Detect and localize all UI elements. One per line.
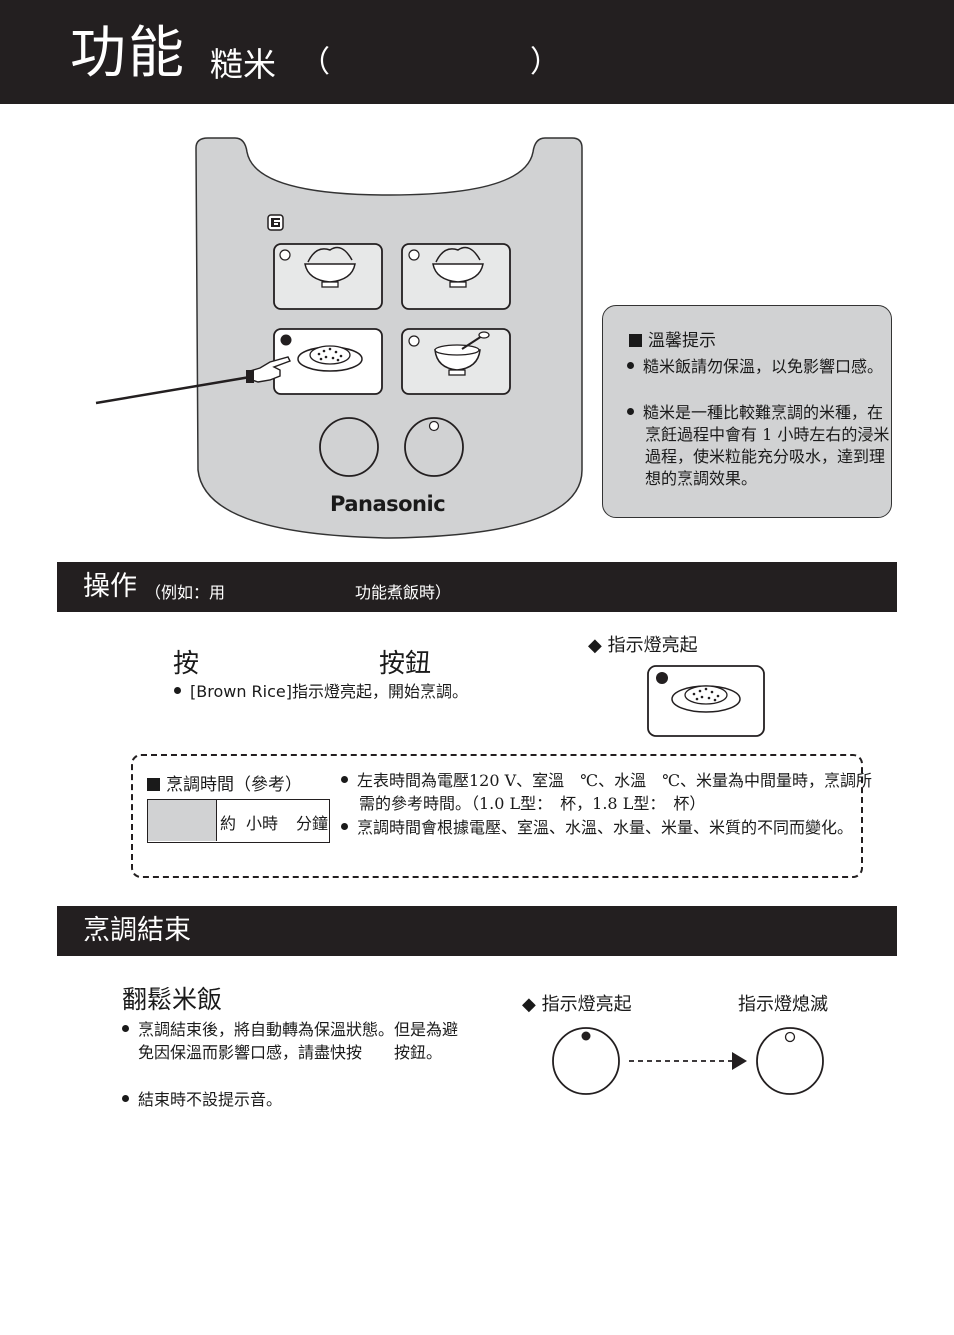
time-minute: 分鐘 xyxy=(296,814,329,833)
tip-box: 溫馨提示 糙米飯請勿保溫，以免影響口感。 糙米是一種比較難烹調的米種，在烹飪過程… xyxy=(602,305,892,518)
rice-bowl-button-2[interactable] xyxy=(401,243,511,310)
bullet-icon xyxy=(341,776,348,783)
rice-plate-icon xyxy=(297,345,363,372)
end-bullet-2: 結束時不設提示音。 xyxy=(122,1088,458,1111)
bullet-icon xyxy=(627,362,634,369)
operation-section-bar: 操作 （例如：用 功能煮飯時） xyxy=(57,562,897,612)
end-indicator-off-label: 指示燈熄滅 xyxy=(738,994,828,1015)
reference-box xyxy=(131,754,863,878)
square-bullet-icon xyxy=(629,334,642,347)
dashed-arrow-icon xyxy=(629,1052,747,1070)
reference-time-table: 約 小時 分鐘 xyxy=(147,799,330,843)
page-header xyxy=(0,0,954,104)
paren-close: ） xyxy=(530,45,560,80)
paren-open: （ xyxy=(300,45,330,80)
square-bullet-icon xyxy=(147,778,160,791)
operation-sub-prefix: （例如：用 xyxy=(145,583,226,602)
control-panel-illustration xyxy=(95,137,583,539)
end-indicator-on-label: ◆ 指示燈亮起 xyxy=(522,994,632,1015)
f-badge-icon xyxy=(267,214,284,231)
bullet-icon xyxy=(174,687,181,694)
operation-heading: 操作 xyxy=(83,571,137,602)
time-about: 約 xyxy=(220,814,237,833)
rice-bowl-icon xyxy=(304,246,356,288)
press-label: 按 xyxy=(173,649,200,679)
brand-logo: Panasonic xyxy=(330,492,446,516)
page-subtitle: 糙米 xyxy=(210,45,276,84)
indicator-lit-button xyxy=(552,1027,620,1095)
end-indicator-diagram xyxy=(552,1027,824,1095)
bullet-icon xyxy=(627,408,634,415)
indicator-brown-rice-lit xyxy=(647,665,765,737)
reference-note-2: 烹調時間會根據電壓、室溫、水溫、水量、米量、米質的不同而變化。 xyxy=(341,816,874,839)
reference-title: 烹調時間（參考） xyxy=(147,770,302,795)
indicator-off-button xyxy=(756,1027,824,1095)
porridge-bowl-icon xyxy=(434,331,490,376)
end-heading: 烹調結束 xyxy=(83,915,191,946)
bullet-icon xyxy=(341,823,348,830)
bullet-icon xyxy=(122,1095,129,1102)
tip-item-1: 糙米飯請勿保溫，以免影響口感。 xyxy=(627,356,893,378)
indicator-on-label: ◆ 指示燈亮起 xyxy=(588,635,698,656)
tip-title: 溫馨提示 xyxy=(629,326,716,351)
tip-item-2: 糙米是一種比較難烹調的米種，在烹飪過程中會有 1 小時左右的浸米過程，使米粒能充… xyxy=(627,402,893,490)
end-section-bar: 烹調結束 xyxy=(57,906,897,956)
button-word: 按鈕 xyxy=(379,649,432,679)
round-button-left[interactable] xyxy=(319,417,379,477)
rice-bowl-button-1[interactable] xyxy=(273,243,383,310)
rice-bowl-icon xyxy=(432,246,484,288)
page-title: 功能 xyxy=(70,21,186,86)
reference-table-label-cell xyxy=(148,800,217,841)
time-hour: 小時 xyxy=(246,814,279,833)
pointing-hand-icon xyxy=(95,356,291,405)
operation-sub-suffix: 功能煮飯時） xyxy=(355,583,452,602)
end-bullet-1: 烹調結束後，將自動轉為保溫狀態。但是為避免因保溫而影響口感，請盡快按 按鈕。 xyxy=(122,1018,458,1064)
bullet-icon xyxy=(122,1025,129,1032)
round-button-right[interactable] xyxy=(404,417,464,477)
operation-bullet: [Brown Rice]指示燈亮起，開始烹調。 xyxy=(174,680,468,703)
rice-plate-icon xyxy=(671,685,741,713)
reference-note-1: 左表時間為電壓120 V、室溫 ℃、水溫 ℃、米量為中間量時，烹調所需的參考時間… xyxy=(341,769,874,815)
porridge-button[interactable] xyxy=(401,328,511,395)
end-subheading: 翻鬆米飯 xyxy=(122,985,223,1014)
